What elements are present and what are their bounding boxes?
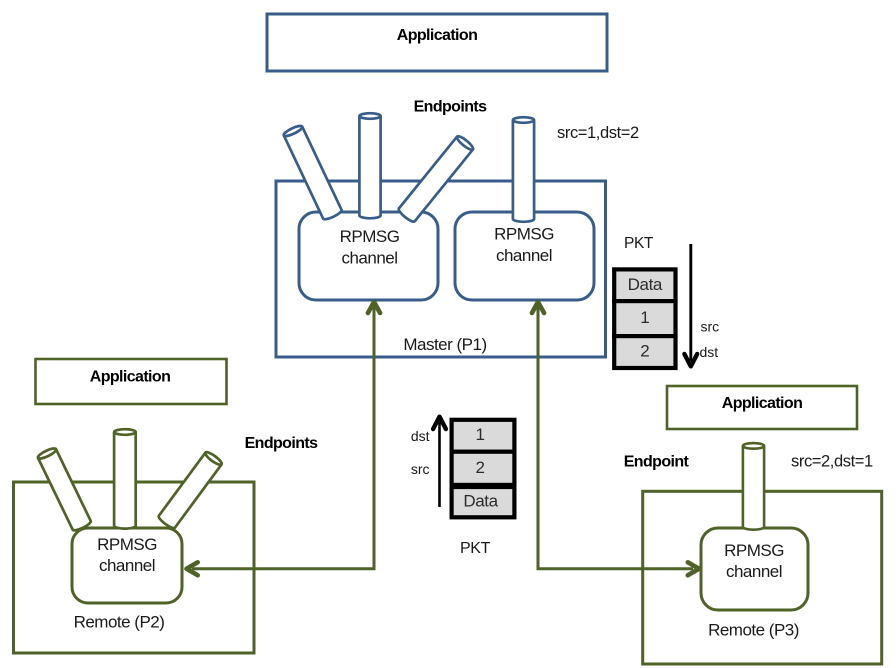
svg-text:RPMSG: RPMSG xyxy=(340,227,400,246)
svg-text:Remote (P3): Remote (P3) xyxy=(708,621,799,640)
svg-text:2: 2 xyxy=(640,342,649,361)
svg-text:Endpoint: Endpoint xyxy=(624,454,690,471)
svg-text:Master (P1): Master (P1) xyxy=(403,335,486,354)
svg-text:Remote (P2): Remote (P2) xyxy=(74,613,165,632)
svg-text:Data: Data xyxy=(628,275,663,294)
svg-text:Endpoints: Endpoints xyxy=(414,99,488,116)
svg-text:src: src xyxy=(411,461,430,477)
svg-text:channel: channel xyxy=(496,246,552,265)
svg-text:dst: dst xyxy=(411,428,430,444)
svg-text:1: 1 xyxy=(640,308,649,327)
svg-text:PKT: PKT xyxy=(460,540,491,557)
svg-text:RPMSG: RPMSG xyxy=(724,541,784,560)
svg-text:PKT: PKT xyxy=(624,235,654,252)
svg-text:RPMSG: RPMSG xyxy=(97,535,157,554)
svg-text:src=1,dst=2: src=1,dst=2 xyxy=(557,124,639,142)
svg-text:Application: Application xyxy=(90,368,171,385)
svg-text:channel: channel xyxy=(726,562,782,581)
svg-text:2: 2 xyxy=(475,458,484,477)
svg-text:1: 1 xyxy=(475,425,484,444)
svg-text:Application: Application xyxy=(722,395,803,412)
svg-text:src=2,dst=1: src=2,dst=1 xyxy=(791,453,873,471)
svg-text:dst: dst xyxy=(700,344,719,360)
svg-text:Endpoints: Endpoints xyxy=(245,435,319,452)
svg-text:Application: Application xyxy=(397,27,478,44)
svg-text:src: src xyxy=(701,319,720,335)
svg-text:Data: Data xyxy=(463,491,498,510)
svg-text:channel: channel xyxy=(341,249,397,268)
svg-text:channel: channel xyxy=(99,556,155,575)
svg-text:RPMSG: RPMSG xyxy=(494,225,554,244)
